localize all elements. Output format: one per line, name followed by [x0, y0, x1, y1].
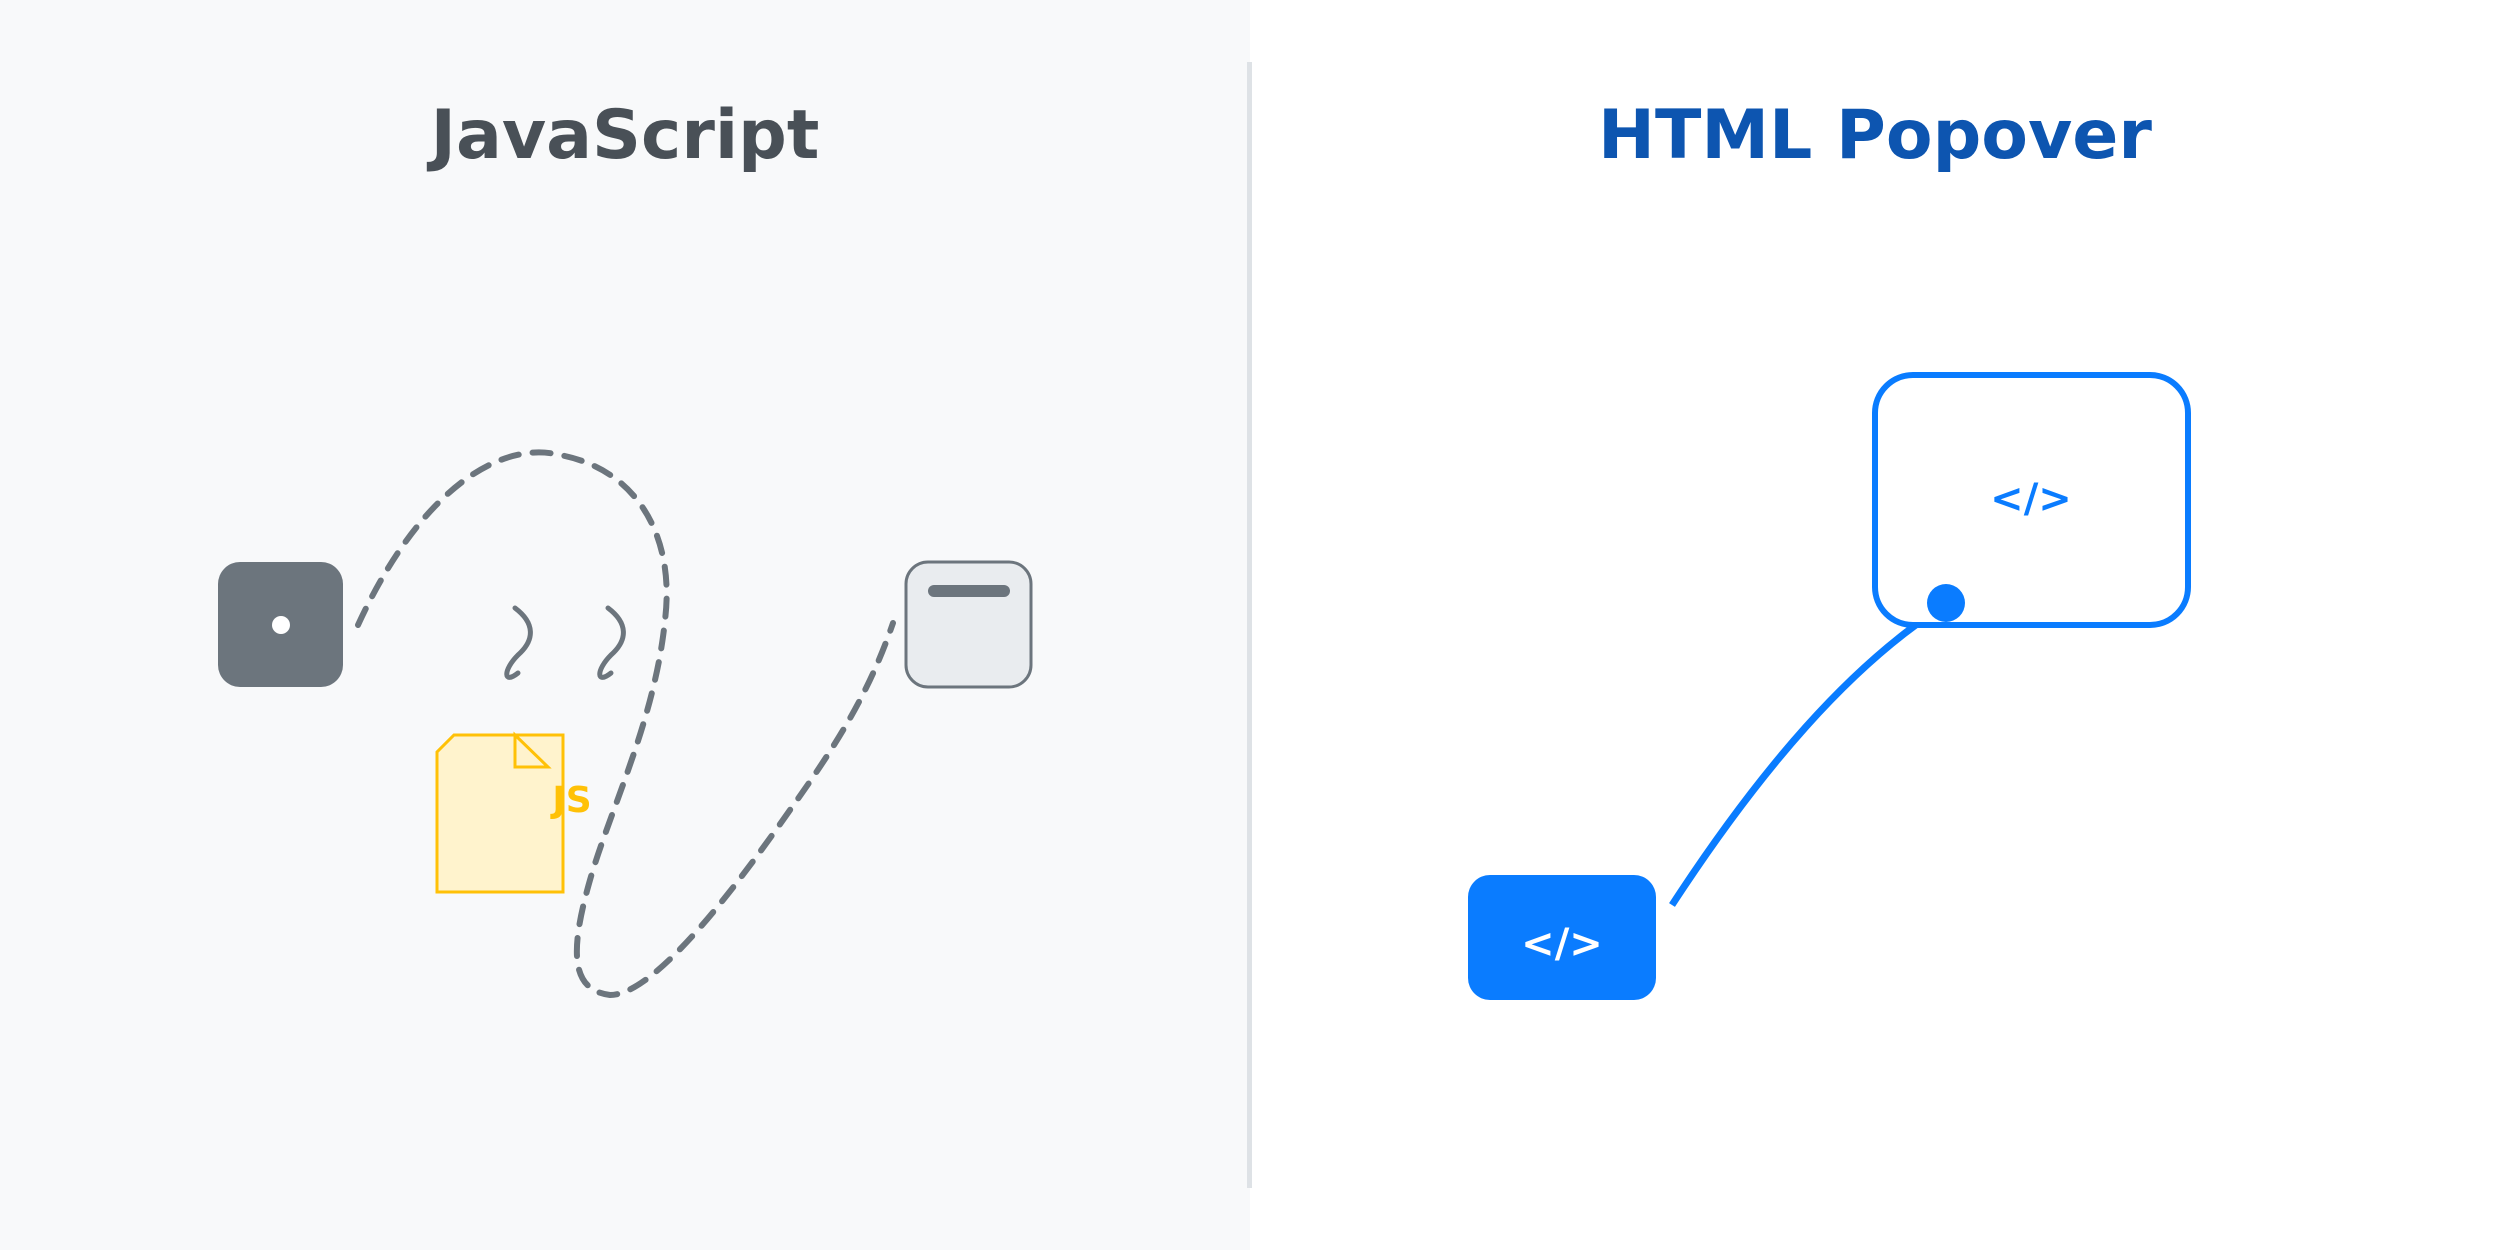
js-file-icon: JS	[435, 731, 592, 894]
js-file-label: JS	[549, 780, 591, 821]
connection-line	[1669, 602, 1947, 907]
popup-window-icon	[904, 560, 1033, 689]
html-trigger-code-label: </>	[1521, 921, 1603, 967]
js-dashed-path	[355, 449, 896, 999]
popover-code-label: </>	[1990, 476, 2072, 522]
popover-anchor-dot	[1927, 584, 1965, 622]
popover-box-icon: </>	[1872, 372, 2191, 628]
panel-divider	[1247, 62, 1252, 1188]
html-trigger-button-icon: </>	[1468, 875, 1656, 1000]
right-panel-background	[1250, 0, 2500, 1250]
squiggle-icon	[597, 605, 626, 680]
right-panel-title: HTML Popover	[1598, 96, 2152, 175]
click-trigger-icon	[218, 562, 343, 687]
squiggle-icon	[504, 605, 533, 680]
left-panel-background	[0, 0, 1250, 1250]
left-panel-title: JavaScript	[427, 96, 820, 175]
